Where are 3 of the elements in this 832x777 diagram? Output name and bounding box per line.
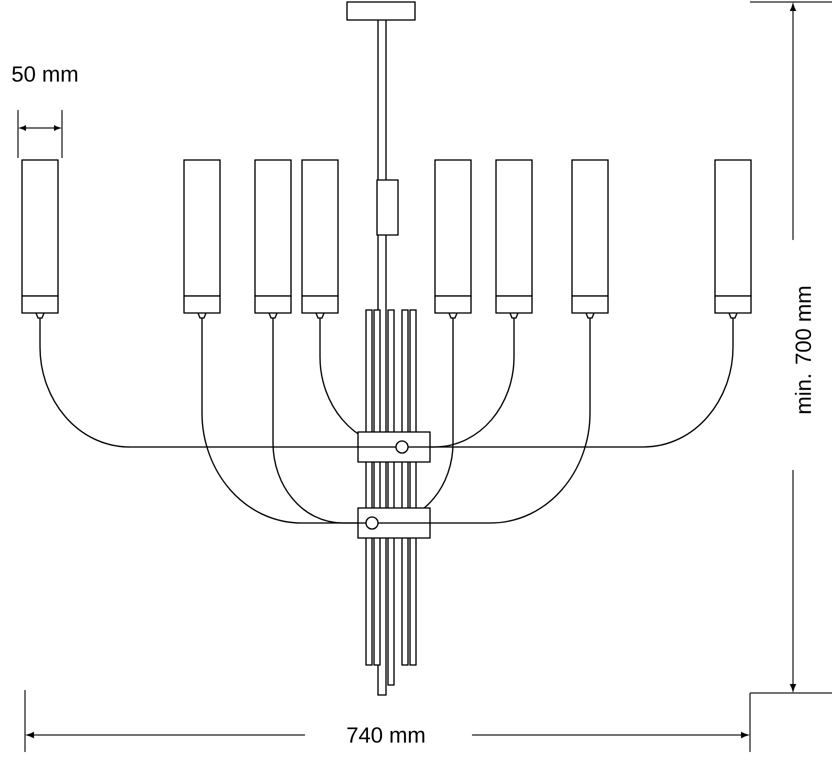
dimension-label: 50 mm: [12, 66, 78, 82]
dimension-label: 740 mm: [347, 727, 424, 743]
dimension-label: min. 700 mm: [794, 286, 812, 414]
